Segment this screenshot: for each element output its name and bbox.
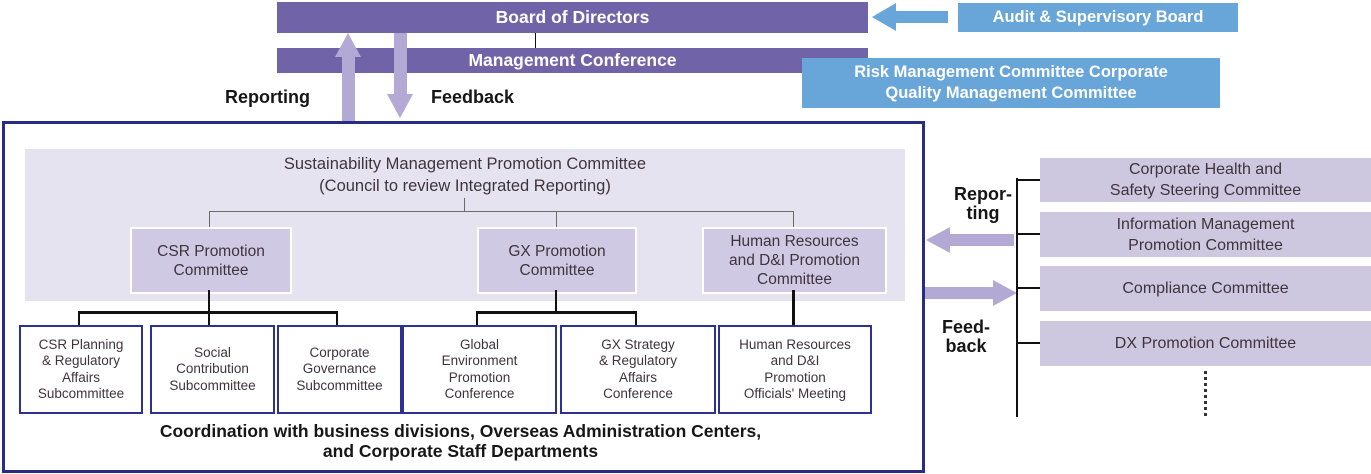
right-feedback-label: Feed- back [941,317,990,356]
hr-di-promotion-committee-box: Human Resources and D&I Promotion Commit… [702,227,887,294]
right-reporting-label: Repor- ting [954,184,1012,223]
risk-quality-committee-box: Risk Management Committee Corporate Qual… [802,58,1220,108]
right-stub-4 [1016,342,1040,344]
reporting-up-arrow-shaft [342,56,355,125]
feedback-down-arrow-icon [387,94,413,118]
committees-branch-line [209,211,794,212]
feedback-label: Feedback [431,87,515,107]
sustainability-title: Sustainability Management Promotion Comm… [283,155,647,195]
right-stub-2 [1016,233,1040,235]
gx-strategy-conference-box: GX Strategy & Regulatory Affairs Confere… [560,325,716,414]
right-stub-3 [1016,287,1040,289]
hr-di-officials-meeting-box: Human Resources and D&I Promotion Offici… [718,325,872,414]
gx-down-line [555,290,557,313]
hr-down-line [792,290,795,325]
csr-stub-1 [78,311,80,325]
csr-stub-3 [336,311,338,325]
social-contribution-subcommittee-box: Social Contribution Subcommittee [150,325,275,414]
gx-promotion-committee-box: GX Promotion Committee [477,227,637,294]
right-stub-1 [1016,179,1040,181]
gx-stub-2 [635,311,637,325]
title-connector-line [464,198,465,211]
csr-branch-stub [209,211,210,227]
hr-branch-stub [793,211,794,227]
compliance-committee-box: Compliance Committee [1040,266,1371,311]
reporting-up-arrow-icon [335,33,361,57]
csr-down-line [208,290,210,313]
csr-planning-subcommittee-box: CSR Planning & Regulatory Affairs Subcom… [19,325,143,414]
reporting-label: Reporting [225,87,310,107]
gx-branch-stub [556,211,557,227]
right-feedback-arrow-icon [993,280,1017,306]
continuation-dotted-line [1204,371,1207,419]
right-vertical-line [1016,178,1018,417]
global-environment-conference-box: Global Environment Promotion Conference [402,325,557,414]
dx-promotion-committee-box: DX Promotion Committee [1040,321,1371,366]
audit-arrow-shaft [896,11,948,23]
gx-stub-1 [476,311,478,325]
csr-promotion-committee-box: CSR Promotion Committee [130,227,292,294]
feedback-down-arrow-shaft [394,33,407,94]
audit-supervisory-board-box: Audit & Supervisory Board [958,3,1238,32]
csr-stub-2 [208,311,210,325]
board-of-directors-bar: Board of Directors [277,2,868,33]
right-reporting-arrow-icon [926,227,950,253]
management-conference-bar: Management Conference [277,48,868,73]
corporate-governance-subcommittee-box: Corporate Governance Subcommittee [277,325,402,414]
right-feedback-arrow-shaft [925,287,993,299]
right-reporting-arrow-shaft [950,234,1014,246]
coordination-note: Coordination with business divisions, Ov… [159,421,762,461]
board-management-connector-line [535,33,536,48]
corporate-health-safety-committee-box: Corporate Health and Safety Steering Com… [1040,158,1371,202]
information-management-committee-box: Information Management Promotion Committ… [1040,212,1371,257]
audit-arrow-head-icon [872,3,896,31]
gx-horizontal-line [476,311,637,314]
